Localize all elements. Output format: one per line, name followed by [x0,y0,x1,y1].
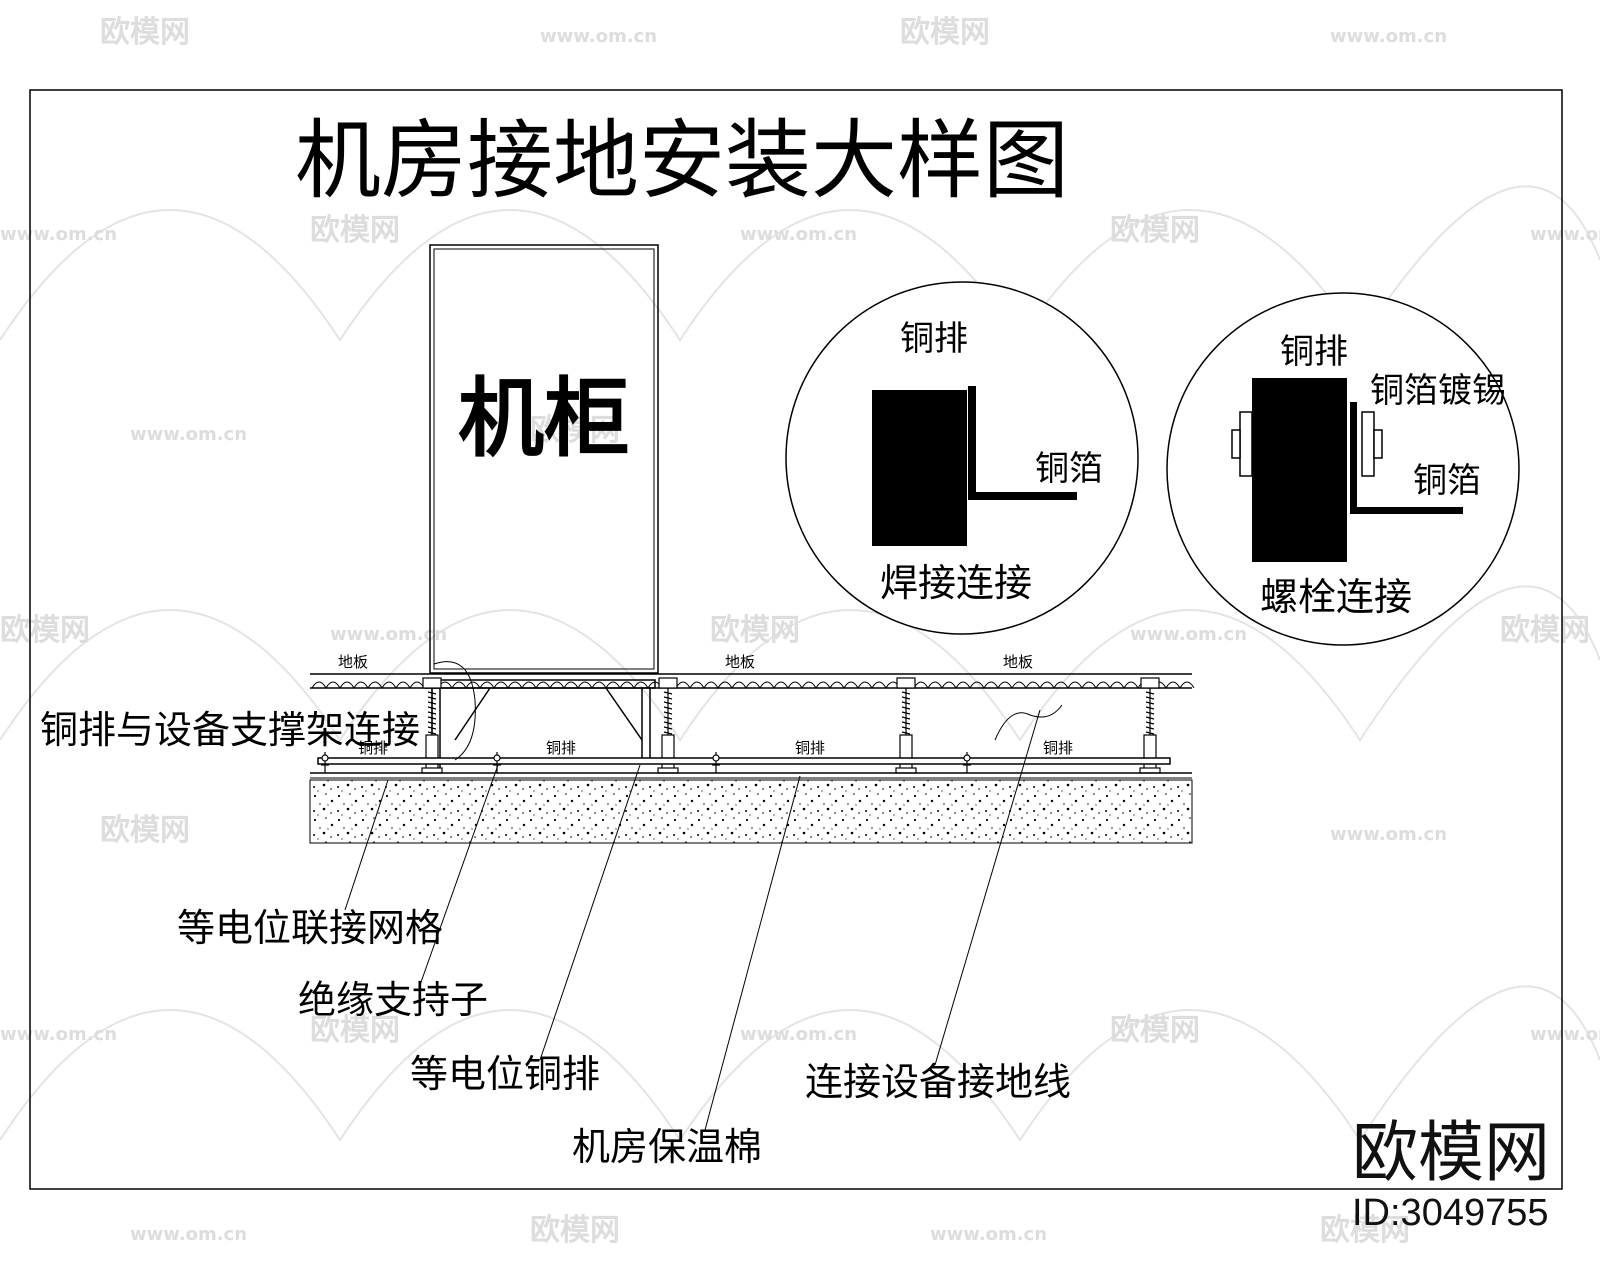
drawing-title: 机房接地安装大样图 [295,111,1069,211]
insulator [963,752,971,773]
copper-foil [968,386,976,500]
watermark-url: www.om.cn [130,424,247,445]
floor-label: 地板 [338,653,368,671]
ground-wires [433,661,1063,761]
busbar-label: 铜排 [546,739,576,757]
watermark-logo: 欧模网 [900,15,990,50]
equipotential-busbar [310,757,1192,779]
detail-bolted-foil-label: 铜箔 [1413,461,1481,501]
callout-insulator: 绝缘支持子 [298,978,488,1022]
watermark-url: www.om.cn [540,26,657,47]
busbar-block [1252,378,1347,562]
watermark-url: www.om.cn [1130,624,1247,645]
detail-welded-caption: 焊接连接 [880,561,1032,605]
watermark-logo: 欧模网 [1110,213,1200,248]
watermark-url: www.om.cn [330,624,447,645]
insulator [493,752,501,773]
watermark-url: www.om.cn [740,224,857,245]
drawing-frame [29,89,1563,1190]
insulator [321,752,329,773]
brand-stamp: 欧模网 ID:3049755 [1352,1114,1550,1234]
insulators [321,752,971,773]
bolt [1231,411,1383,477]
watermark-url: www.om.cn [1530,1024,1600,1045]
watermark-logo: 欧模网 [310,213,400,248]
detail-bolted: 铜排 铜箔镀锡 铜箔 螺栓连接 [1166,292,1520,646]
cabinet: 机柜 [429,244,659,674]
callout-equipment-ground: 连接设备接地线 [805,1060,1071,1104]
busbar-label: 铜排 [795,739,825,757]
watermark-logo: 欧模网 [1500,613,1590,648]
watermark-url: www.om.cn [130,1224,247,1245]
callout-support-connection: 铜排与设备支撑架连接 [40,708,420,752]
watermark-url: www.om.cn [1530,224,1600,245]
watermark-logo: 欧模网 [1110,1013,1200,1048]
copper-foil-tail [1350,507,1463,514]
copper-foil-tail [968,492,1077,500]
callout-equipotential-grid: 等电位联接网格 [177,906,443,950]
watermark-url: www.om.cn [0,224,117,245]
brand-name: 欧模网 [1352,1114,1550,1191]
callout-insulation-cotton: 机房保温棉 [572,1125,762,1169]
leader-lines [344,709,1041,1131]
watermark-url: www.om.cn [1330,824,1447,845]
busbar-label: 铜排 [358,739,388,757]
watermark-logo: 欧模网 [100,813,190,848]
brand-id: ID:3049755 [1352,1192,1549,1234]
insulator [712,752,720,773]
concrete-slab [309,779,1193,844]
detail-welded-foil-label: 铜箔 [1035,449,1103,489]
cabinet-label: 机柜 [458,369,630,469]
watermark-logo: 欧模网 [100,15,190,50]
detail-bolted-top-label: 铜排 [1280,332,1348,372]
callout-equipotential-busbar: 等电位铜排 [410,1052,600,1096]
watermark-logo: 欧模网 [530,413,620,448]
watermark-url: www.om.cn [930,1224,1047,1245]
floor-label: 地板 [1003,653,1033,671]
watermark-logo: 欧模网 [530,1213,620,1248]
watermark-url: www.om.cn [740,1024,857,1045]
watermark-url: www.om.cn [0,1024,117,1045]
watermark-logo: 欧模网 [710,613,800,648]
detail-bolted-tin-label: 铜箔镀锡 [1370,371,1506,411]
watermark-logo: 欧模网 [310,1013,400,1048]
watermark-url: www.om.cn [1330,26,1447,47]
detail-bolted-caption: 螺栓连接 [1260,575,1412,619]
copper-foil [1350,402,1357,514]
busbar-label: 铜排 [1043,739,1073,757]
floor-label: 地板 [725,653,755,671]
watermark-logo: 欧模网 [0,613,90,648]
watermark-layer: 欧模网 www.om.cn 欧模网 www.om.cn www.om.cn 欧模网 www.… [0,15,1600,1248]
busbar-block [872,390,967,546]
detail-welded: 铜排 铜箔 焊接连接 [785,281,1139,635]
watermark-logo: 欧模网 [1320,1213,1410,1248]
detail-welded-top-label: 铜排 [900,319,968,359]
